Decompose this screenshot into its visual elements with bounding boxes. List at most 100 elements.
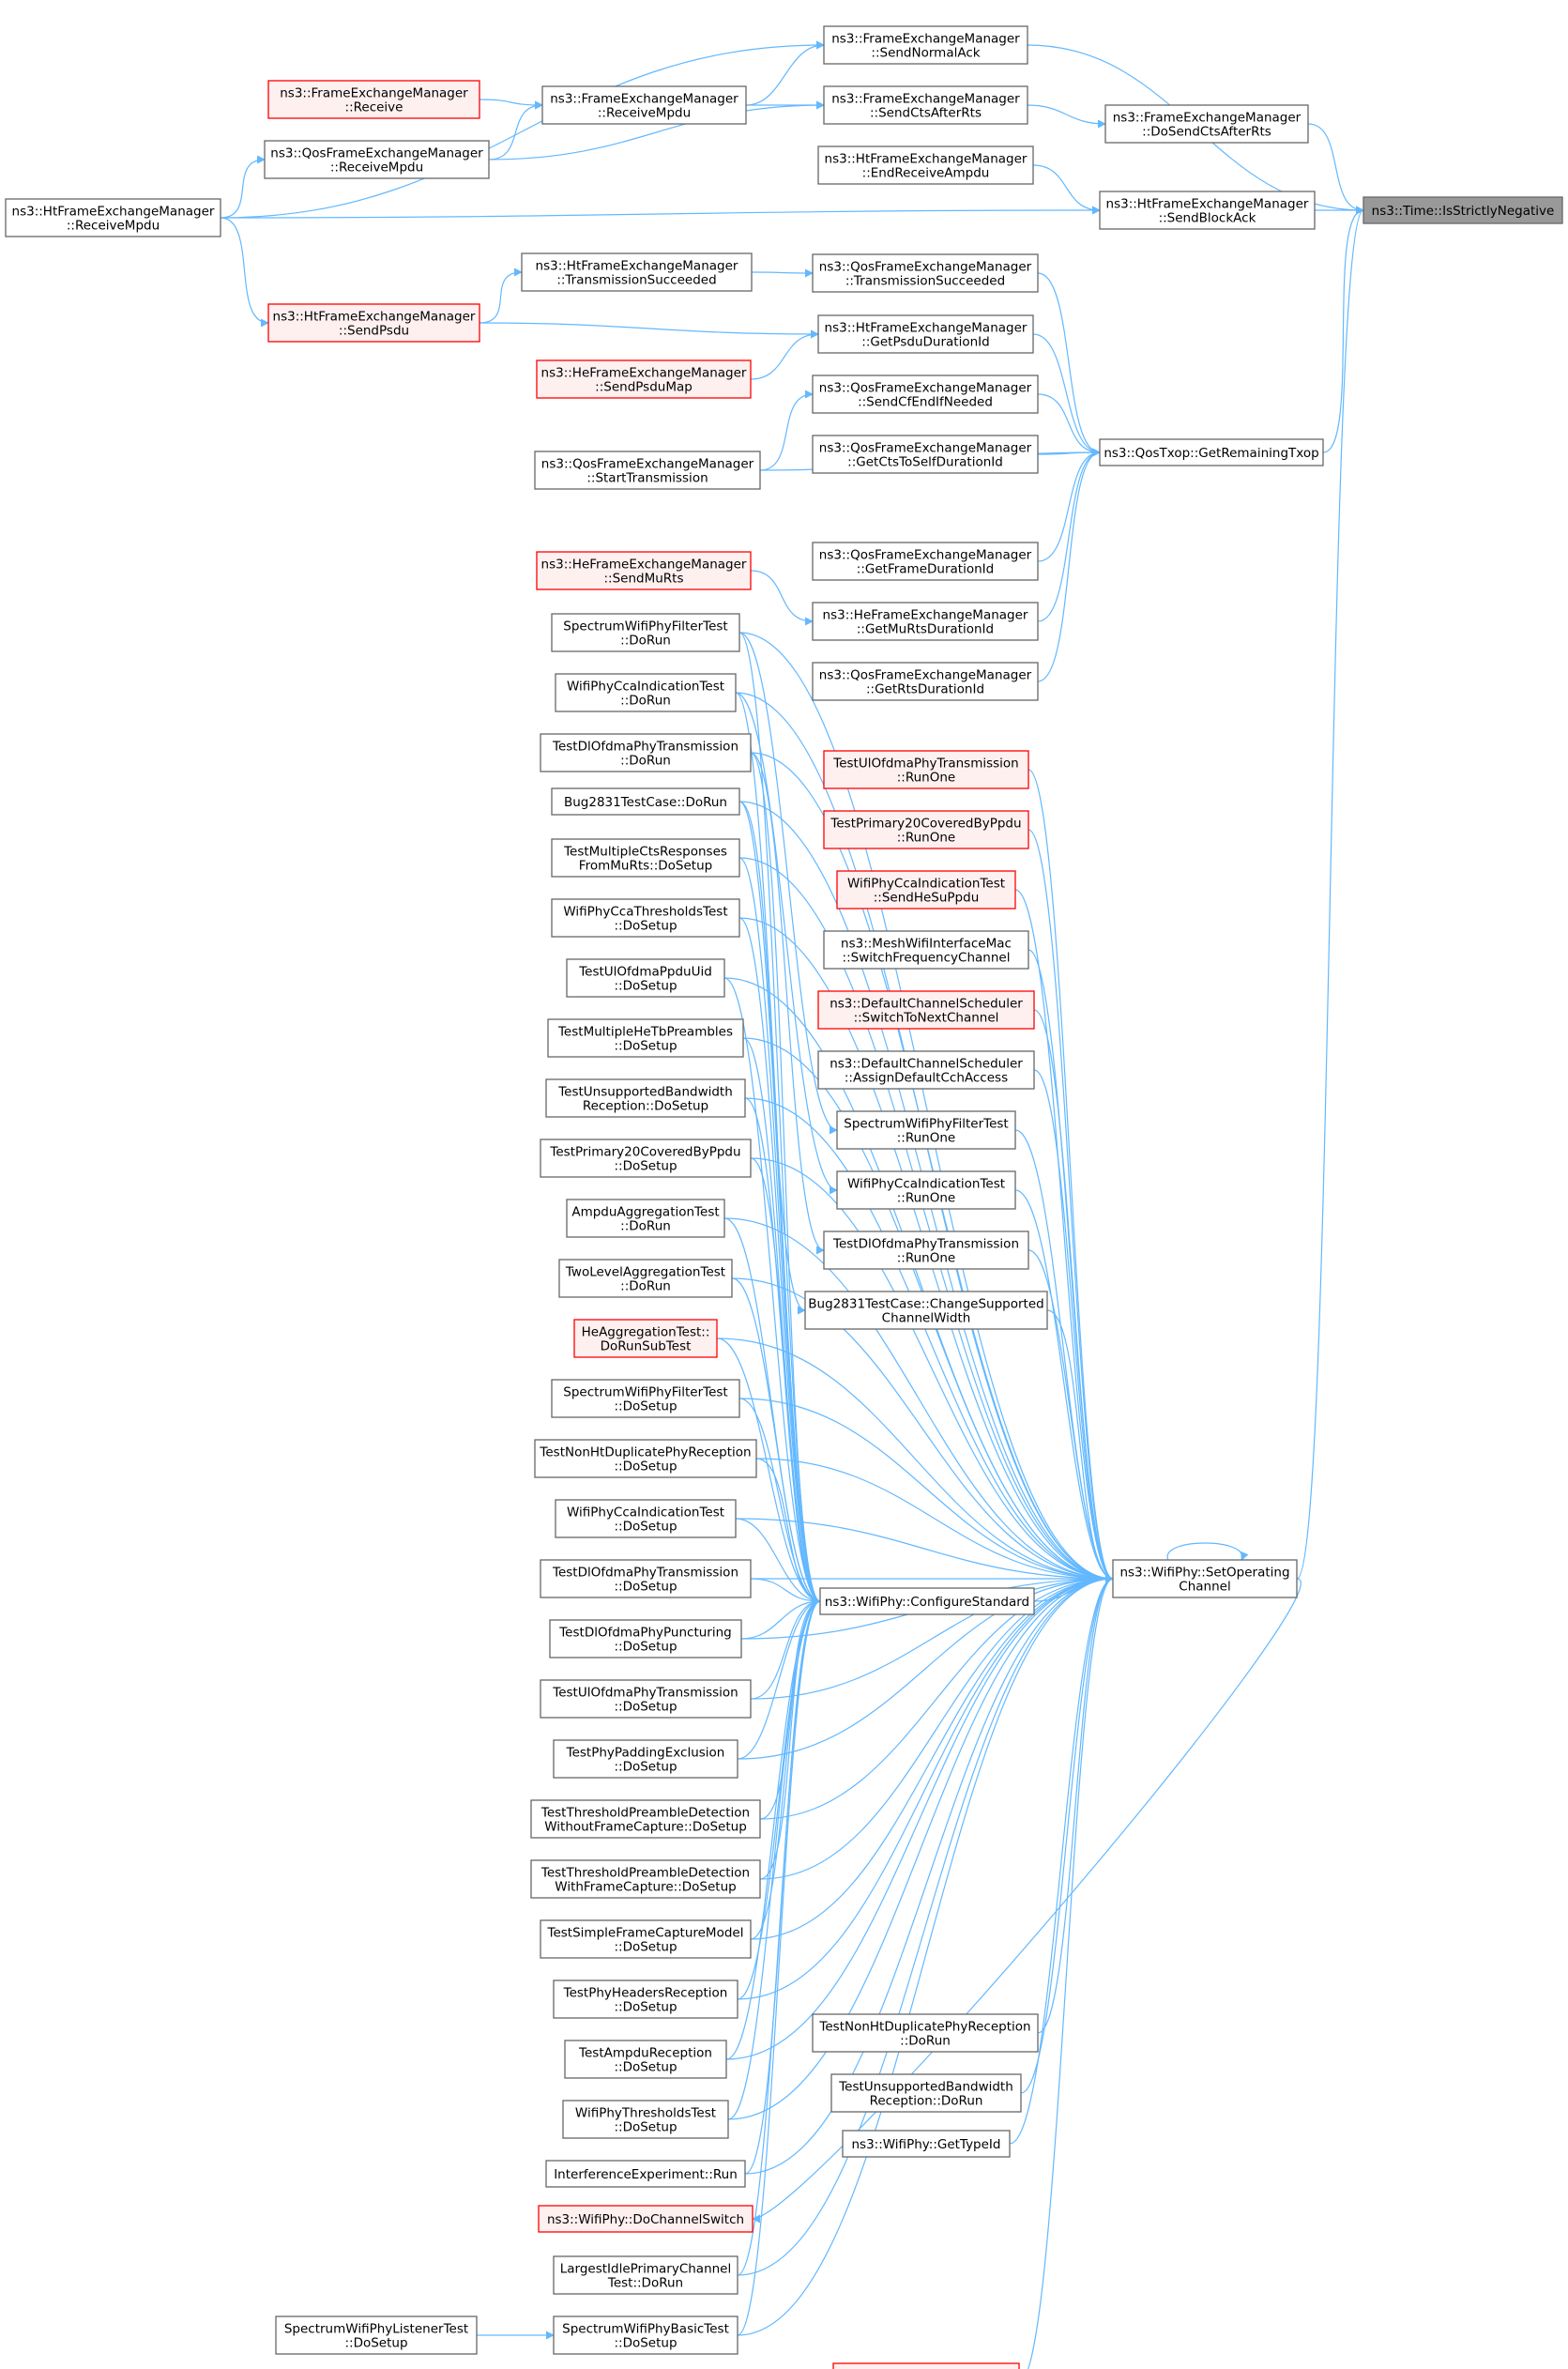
node-label: ns3::QosFrameExchangeManager	[819, 548, 1032, 563]
call-edge	[759, 1574, 1114, 1820]
node-box	[836, 1170, 1016, 1210]
call-edge	[1037, 393, 1101, 457]
graph-node[interactable]: TestNonHtDuplicatePhyReception::DoRun	[812, 2013, 1039, 2053]
graph-node[interactable]: ns3::QosFrameExchangeManager::GetRtsDura…	[812, 662, 1039, 701]
graph-node[interactable]: ns3::HtFrameExchangeManager::EndReceiveA…	[817, 145, 1034, 185]
graph-node[interactable]: ns3::FrameExchangeManager::Receive	[267, 80, 480, 119]
node-box	[5, 198, 221, 237]
graph-node[interactable]: ns3::FrameExchangeManager::SendCtsAfterR…	[823, 85, 1028, 125]
graph-node[interactable]: ns3::QosFrameExchangeManager::GetFrameDu…	[812, 542, 1039, 581]
graph-node[interactable]: TestSimpleFrameCaptureModel::DoSetup	[540, 1919, 752, 1959]
graph-node[interactable]: HeAggregationTest::DoRunSubTest	[573, 1319, 718, 1358]
graph-node[interactable]: WifiPhyThresholdsTest::DoSetup	[562, 2100, 729, 2139]
graph-node[interactable]: ns3::HtFrameExchangeManager::SendPsdu	[267, 303, 480, 343]
graph-node[interactable]: SpectrumWifiPhyFilterTest::DoSetup	[551, 1379, 740, 1418]
graph-node[interactable]: TestUlOfdmaPpduUid::DoSetup	[566, 958, 725, 998]
graph-node[interactable]: ns3::QosFrameExchangeManager::GetCtsToSe…	[812, 435, 1039, 474]
graph-node[interactable]: TestDlOfdmaPhyTransmission::DoRun	[540, 733, 752, 772]
graph-node[interactable]: TestPrimary20CoveredByPpdu::RunOne	[823, 810, 1029, 849]
graph-node[interactable]: AmpduAggregationTest::DoRun	[566, 1199, 725, 1238]
graph-node[interactable]: ns3::QosFrameExchangeManager::StartTrans…	[534, 451, 761, 490]
graph-node[interactable]: TestThresholdPreambleDetectionWithoutFra…	[530, 1799, 761, 1839]
graph-node[interactable]: ns3::DefaultChannelScheduler::SwitchToNe…	[817, 990, 1035, 1030]
graph-node[interactable]: ns3::MeshWifiInterfaceMac::SwitchFrequen…	[823, 930, 1029, 970]
node-label: ::ReceiveMpdu	[330, 160, 423, 176]
call-edge	[759, 390, 814, 471]
graph-node[interactable]: Bug2831TestCase::DoRun	[551, 787, 740, 816]
graph-node[interactable]: ns3::HtFrameExchangeManager::GetPsduDura…	[817, 314, 1034, 354]
graph-node[interactable]: TestNonHtDuplicatePhyReception::DoSetup	[534, 1439, 757, 1478]
graph-node[interactable]: TestPhyHeadersReception::DoSetup	[553, 1979, 738, 2019]
node-box	[804, 1291, 1048, 1330]
graph-node[interactable]: TestUlOfdmaPhyTransmission::DoSetup	[540, 1679, 752, 1719]
graph-node[interactable]: ns3::HtFrameExchangeManager::ReceiveMpdu	[5, 198, 221, 237]
node-label: ::GetPsduDurationId	[861, 335, 989, 350]
graph-node[interactable]: InterferenceExperiment::Run	[545, 2160, 746, 2188]
graph-node[interactable]: WifiPhyCcaIndicationTest::DoSetup	[555, 1499, 737, 1538]
node-label: ns3::QosFrameExchangeManager	[819, 668, 1032, 683]
node-label: ns3::QosFrameExchangeManager	[541, 457, 754, 472]
graph-node[interactable]: ns3::QosFrameExchangeManager::ReceiveMpd…	[264, 140, 490, 179]
graph-node[interactable]: ns3::WifiPhy::GetTypeId	[842, 2130, 1011, 2158]
node-label: TestSimpleFrameCaptureModel	[547, 1926, 744, 1941]
graph-node[interactable]: ns3::QosFrameExchangeManager::Transmissi…	[812, 253, 1039, 293]
graph-node[interactable]: TestMultipleHeTbPreambles::DoSetup	[547, 1018, 744, 1058]
graph-node[interactable]: Bug2831TestCase::ChangeSupportedChannelW…	[804, 1291, 1048, 1330]
graph-node[interactable]: ns3::HtFrameExchangeManager::Transmissio…	[521, 252, 753, 292]
graph-node[interactable]: ns3::FrameExchangeManager::ReceiveMpdu	[541, 85, 747, 125]
node-layer: ns3::Time::IsStrictlyNegative ns3::FrameE…	[5, 25, 1563, 2369]
graph-node[interactable]: WifiPhyCcaIndicationTest::RunOne	[836, 1170, 1016, 1210]
graph-node[interactable]: TestMultipleCtsResponsesFromMuRts::DoSet…	[551, 838, 740, 878]
graph-node[interactable]: TestAmpduReception::DoSetup	[564, 2040, 727, 2079]
call-edge	[1037, 448, 1101, 682]
graph-node[interactable]: ns3::HeFrameExchangeManager::SendMuRts	[536, 551, 752, 590]
node-label: ::DoSetup	[614, 1640, 677, 1655]
node-box	[538, 2205, 754, 2233]
graph-node[interactable]: ns3::DefaultChannelScheduler::AssignDefa…	[817, 1050, 1035, 1090]
graph-node[interactable]: ns3::WifiPhy::ConfigureStandard	[819, 1587, 1035, 1615]
graph-node[interactable]: ns3::HeFrameExchangeManager::GetMuRtsDur…	[812, 602, 1039, 641]
node-box	[551, 787, 740, 816]
node-box	[562, 2100, 729, 2139]
call-edge	[1014, 1189, 1114, 1583]
graph-node[interactable]: SpectrumWifiPhyFilterTest::DoRun	[551, 613, 740, 652]
call-edge	[1296, 206, 1364, 1580]
graph-node[interactable]: SpectrumWifiPhyFilterTest::RunOne	[836, 1110, 1016, 1150]
node-label: SpectrumWifiPhyFilterTest	[844, 1117, 1008, 1132]
graph-node[interactable]: ns3::QosTxop::GetRemainingTxop	[1099, 438, 1324, 466]
graph-node[interactable]: WifiPhyCcaIndicationTest::SendHeSuPpdu	[836, 870, 1016, 909]
graph-node[interactable]: ns3::HtFrameExchangeManager::SendBlockAc…	[1099, 191, 1316, 230]
graph-node[interactable]: TestDlOfdmaPhyPuncturing::DoSetup	[549, 1619, 742, 1658]
graph-node[interactable]: SpectrumWifiPhyBasicTest::DoSetup	[553, 2316, 738, 2355]
call-edge	[744, 1097, 1114, 1583]
graph-node[interactable]: TestUnsupportedBandwidthReception::DoSet…	[545, 1078, 746, 1118]
call-edge	[731, 1277, 1114, 1583]
graph-node[interactable]: TwoLevelAggregationTest::DoRun	[558, 1259, 733, 1298]
graph-node[interactable]: TestThresholdPreambleDetectionWithFrameC…	[530, 1859, 761, 1899]
graph-node[interactable]: TestPhyPaddingExclusion::DoSetup	[553, 1739, 738, 1779]
call-edge	[738, 857, 821, 1606]
graph-node[interactable]: ns3::HeFrameExchangeManager::SendPsduMap	[536, 359, 752, 399]
graph-node[interactable]: TestDlOfdmaPhyTransmission::DoSetup	[540, 1559, 752, 1598]
graph-node[interactable]: WifiPhyCcaIndicationTest::DoRun	[555, 673, 737, 712]
graph-node[interactable]: ns3::FrameExchangeManager::SendNormalAck	[823, 25, 1028, 65]
graph-node[interactable]: ns3::Time::IsStrictlyNegative	[1362, 196, 1563, 224]
graph-node[interactable]: TestUlOfdmaPhyTransmission::RunOne	[823, 750, 1029, 789]
graph-node[interactable]: ns3::QosFrameExchangeManager::SendCfEndI…	[812, 374, 1039, 414]
node-label: ns3::MeshWifiInterfaceMac	[841, 937, 1012, 952]
graph-node[interactable]: TestDlOfdmaPhyTransmission::RunOne	[823, 1230, 1029, 1270]
graph-node[interactable]: WifiPhyCcaThresholdsTest::DoSetup	[551, 898, 740, 938]
graph-node[interactable]: TestPrimary20CoveredByPpdu::DoSetup	[540, 1139, 752, 1178]
node-box	[555, 1499, 737, 1538]
node-label: Reception::DoSetup	[583, 1099, 708, 1114]
graph-node[interactable]: ns3::WifiPhy::DoChannelSwitch	[538, 2205, 754, 2233]
node-label: ::TransmissionSucceeded	[845, 274, 1005, 289]
graph-node[interactable]: SpectrumWifiPhyListenerTest::DoSetup	[275, 2316, 478, 2355]
graph-node[interactable]: ns3::FrameExchangeManager::DoSendCtsAfte…	[1104, 104, 1309, 144]
graph-node[interactable]: TestDlOfdmaPhyPuncturing::RunOne	[832, 2362, 1020, 2369]
call-edge	[735, 1518, 821, 1606]
node-label: ::GetCtsToSelfDurationId	[847, 455, 1003, 470]
